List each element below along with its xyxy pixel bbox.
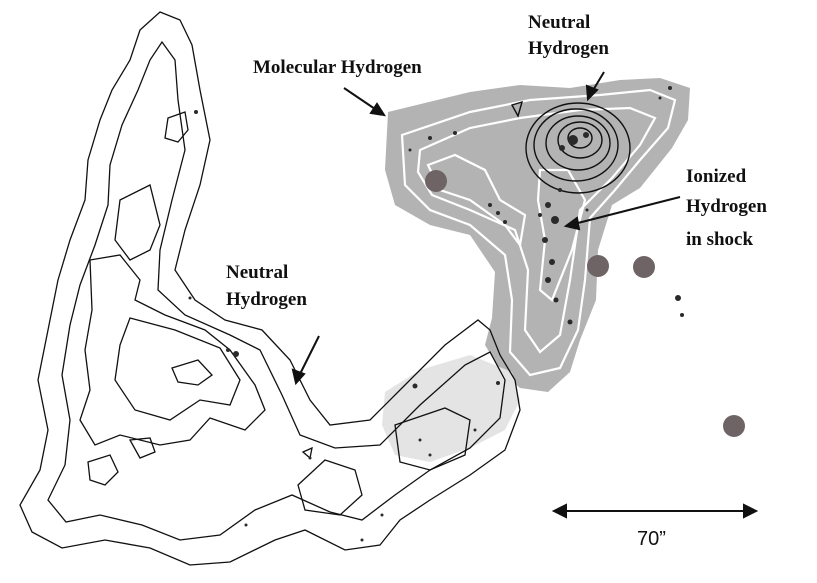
arrow-ionized xyxy=(573,196,681,225)
annotation-arrows xyxy=(291,71,681,386)
galaxy-markers xyxy=(425,170,745,437)
label-ionized-line3: in shock xyxy=(686,229,754,250)
molecular-hydrogen-region xyxy=(385,78,690,392)
galaxy-dot xyxy=(587,255,609,277)
molecular-contours xyxy=(400,88,677,377)
label-ionized-line1: Ionized xyxy=(686,166,747,187)
galaxy-dot xyxy=(425,170,447,192)
label-neutral-hydrogen-top-line1: Neutral xyxy=(528,12,591,33)
neutral-hydrogen-contours xyxy=(19,11,521,566)
arrow-neutral-left xyxy=(298,335,320,377)
emission-specks xyxy=(188,86,684,542)
label-neutral-hydrogen-left-line1: Neutral xyxy=(226,262,289,283)
label-ionized-line2: Hydrogen xyxy=(686,196,767,217)
galaxy-dot xyxy=(723,415,745,437)
scale-bar xyxy=(551,503,759,519)
arrow-molecular xyxy=(343,87,379,112)
label-neutral-hydrogen-top-line2: Hydrogen xyxy=(528,38,609,59)
neutral-hydrogen-top-contours xyxy=(510,100,631,194)
scale-bar-label: 70” xyxy=(637,528,666,550)
label-molecular-hydrogen: Molecular Hydrogen xyxy=(253,57,422,78)
lower-arm-emission xyxy=(382,355,520,462)
label-neutral-hydrogen-left-line2: Hydrogen xyxy=(226,289,307,310)
galaxy-dot xyxy=(633,256,655,278)
